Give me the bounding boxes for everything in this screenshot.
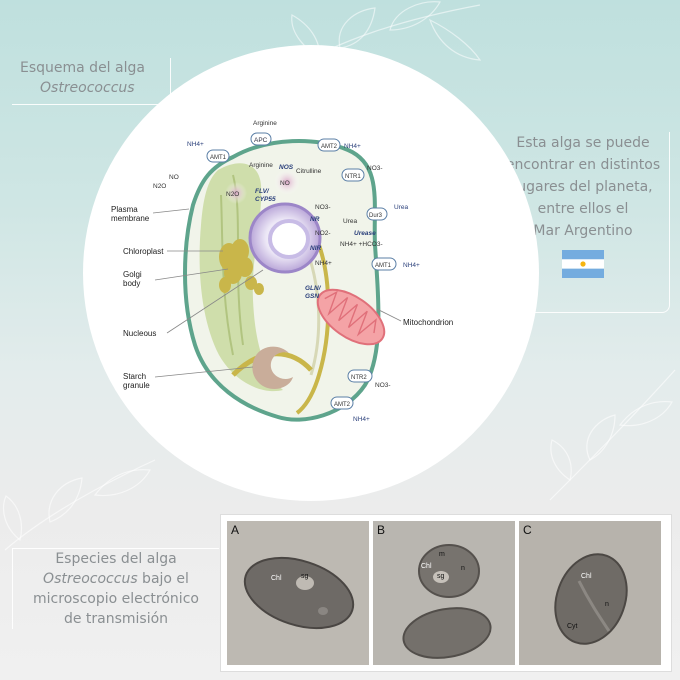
micrograph-a-letter: A (231, 523, 240, 537)
argentina-flag-icon (562, 250, 604, 278)
label-no-center: NO (280, 180, 290, 187)
diagram-circle: Arginine APC NH4+ AMT1 AMT2 NH4+ Arginin… (83, 45, 539, 501)
location-caption-line4: entre ellos el (537, 201, 629, 217)
label-dur3: Dur3 (369, 213, 383, 219)
label-citrulline: Citrulline (296, 168, 322, 175)
label-nh4-bottom: NH4+ (353, 416, 370, 423)
micrograph-b-image (373, 521, 515, 665)
microscope-caption-line4: de transmisión (63, 611, 169, 627)
label-gsn: GSN (305, 293, 319, 300)
label-amt2-top: AMT2 (321, 144, 338, 150)
microscope-caption-line2: Ostreococcus bajo el (13, 569, 219, 589)
label-nh4-mid: NH4+ (315, 260, 332, 267)
schema-caption-line1: Esquema del alga (20, 60, 145, 76)
micrograph-c-image (519, 521, 661, 665)
micrograph-c-label-chl: Chl (581, 573, 592, 580)
micrograph-b-letter: B (377, 523, 386, 537)
micrograph-frame: A Chl sg B m Chl n sg C Chl n Cyt (220, 514, 672, 672)
microscope-caption-line3: microscopio electrónico (33, 591, 199, 607)
micrograph-panel-a: A Chl sg (227, 521, 369, 665)
label-nr: NR (310, 216, 320, 223)
label-chloroplast: Chloroplast (123, 247, 164, 256)
golgi-body (219, 239, 264, 295)
location-caption-line1: Esta alga se puede (516, 135, 650, 151)
label-cyp55: CYP55 (255, 196, 276, 203)
label-arginine-inner: Arginine (249, 162, 273, 169)
label-flv: FLV/ (255, 188, 270, 195)
micrograph-panel-c: C Chl n Cyt (519, 521, 661, 665)
schema-caption: Esquema del alga Ostreococcus (12, 58, 171, 105)
label-starch-1: Starch (123, 372, 146, 381)
label-plasma-1: Plasma (111, 205, 138, 214)
label-n2o-left: N2O (153, 183, 166, 190)
microscope-caption-line1: Especies del alga (55, 551, 177, 567)
mitochondrion (316, 288, 386, 346)
label-no2: NO2- (315, 230, 331, 237)
label-golgi-1: Golgi (123, 270, 142, 279)
microscope-caption: Especies del alga Ostreococcus bajo el m… (12, 548, 219, 629)
schema-caption-line2: Ostreococcus (40, 80, 135, 96)
micrograph-b-label-sg: sg (437, 573, 445, 580)
leaf-decoration-right (549, 369, 676, 501)
location-caption: Esta alga se puede encontrar en distinto… (497, 132, 670, 313)
micrograph-c-label-n: n (605, 601, 609, 608)
label-ntr1: NTR1 (345, 174, 361, 180)
label-plasma-2: membrane (111, 214, 150, 223)
label-ntr2: NTR2 (351, 375, 367, 381)
label-starch-2: granule (123, 381, 150, 390)
microscope-caption-species: Ostreococcus (43, 571, 138, 587)
label-amt1-right: AMT1 (375, 263, 392, 269)
label-gln: GLN/ (305, 285, 322, 292)
label-no-left: NO (169, 174, 179, 181)
label-nos: NOS (279, 164, 294, 171)
micrograph-panel-b: B m Chl n sg (373, 521, 515, 665)
label-amt1-top: AMT1 (210, 155, 227, 161)
label-no3-right: NO3- (367, 165, 383, 172)
label-no3-bottom: NO3- (375, 382, 391, 389)
micrograph-a-label-sg: sg (301, 573, 309, 580)
label-amt2-bottom: AMT2 (334, 402, 351, 408)
location-caption-line3: lugares del planeta, (513, 179, 653, 195)
micrograph-c-letter: C (523, 523, 532, 537)
label-mitochondrion: Mitochondrion (403, 318, 453, 327)
label-nir: NIR (310, 245, 322, 252)
micrograph-b-label-chl: Chl (421, 563, 432, 570)
label-urease: Urease (354, 230, 376, 237)
micrograph-a-label-chl: Chl (271, 575, 282, 582)
label-n2o-center: N2O (226, 191, 239, 198)
label-arginine-top: Arginine (253, 120, 277, 127)
label-nh4-top-left: NH4+ (187, 141, 204, 148)
label-urea-out: Urea (394, 204, 408, 211)
ostreococcus-cell-diagram: Arginine APC NH4+ AMT1 AMT2 NH4+ Arginin… (111, 120, 453, 423)
location-caption-line2: encontrar en distintos (505, 157, 661, 173)
label-nucleous: Nucleous (123, 329, 156, 338)
micrograph-c-label-cyt: Cyt (567, 623, 578, 630)
location-caption-line5: Mar Argentino (533, 223, 633, 239)
label-no3-inner: NO3- (315, 204, 331, 211)
micrograph-b-label-m: m (439, 551, 445, 558)
label-urea-in: Urea (343, 218, 357, 225)
label-apc: APC (254, 137, 268, 144)
label-nh4-right: NH4+ (403, 262, 420, 269)
starch-granule (252, 346, 293, 389)
label-nh4-top-right: NH4+ (344, 143, 361, 150)
micrograph-b-label-n: n (461, 565, 465, 572)
micrograph-a-image (227, 521, 369, 665)
microscope-caption-line2-rest: bajo el (137, 571, 189, 587)
label-nh4-hco3: NH4+ +HCO3- (340, 241, 383, 248)
label-golgi-2: body (123, 279, 140, 288)
